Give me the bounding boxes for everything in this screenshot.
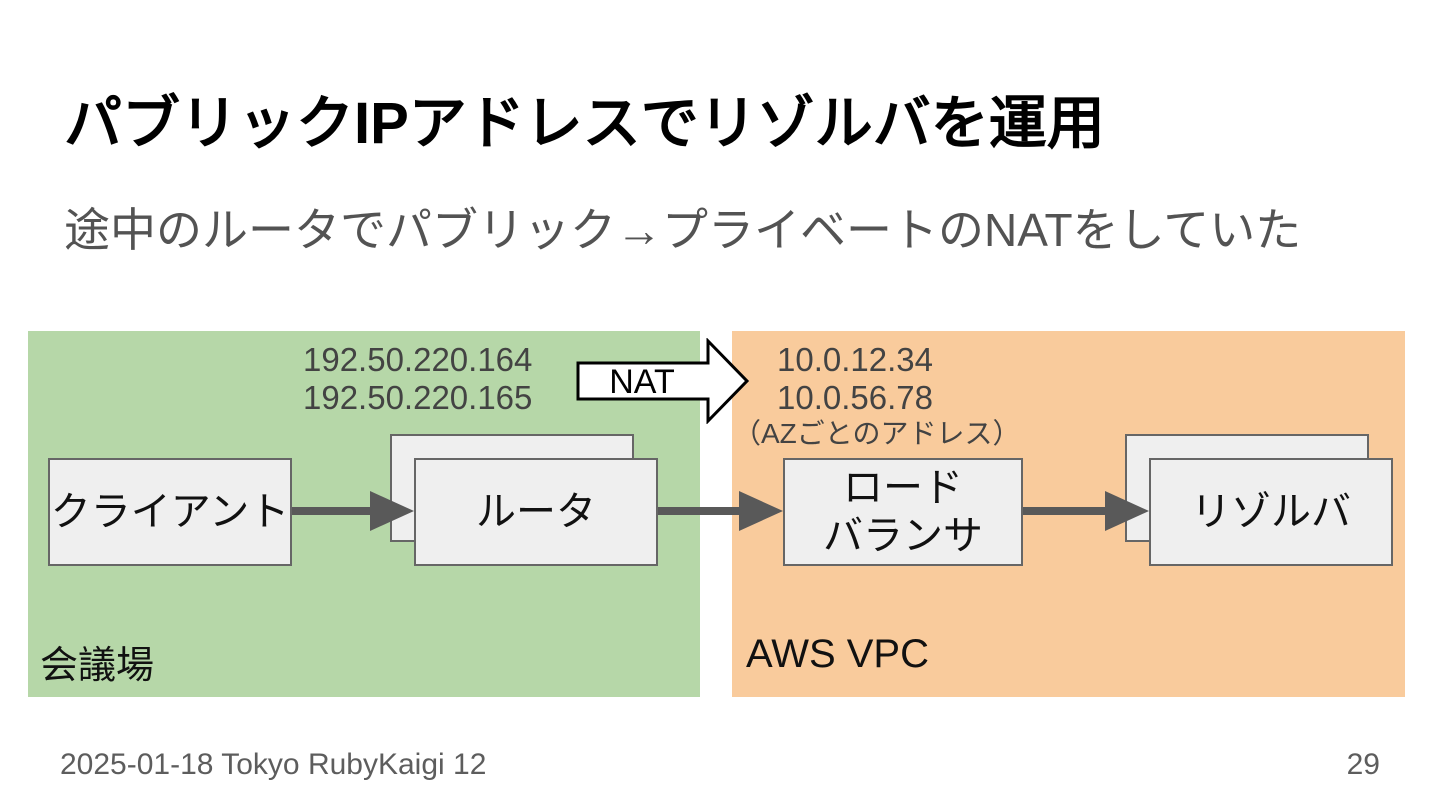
az-address-note: （AZごとのアドレス） — [733, 418, 1021, 449]
router-node-label: ルータ — [476, 490, 596, 534]
private-ip-1: 10.0.12.34 — [777, 341, 933, 378]
load-balancer-node: ロード バランサ — [783, 458, 1023, 566]
arrow-load-balancer-to-resolver — [1023, 491, 1149, 531]
venue-region-label: 会議場 — [40, 645, 155, 687]
aws-private-ip-list: 10.0.12.34 10.0.56.78 （AZごとのアドレス） — [733, 341, 1021, 451]
nat-label: NAT — [609, 363, 675, 401]
router-node: ルータ — [414, 458, 658, 566]
venue-public-ip-list: 192.50.220.164 192.50.220.165 — [303, 341, 532, 417]
slide-subtitle: 途中のルータでパブリック→プライベートのNATをしていた — [64, 204, 1302, 256]
slide-title: パブリックIPアドレスでリゾルバを運用 — [64, 91, 1105, 156]
page-number: 29 — [1346, 748, 1380, 781]
resolver-node: リゾルバ — [1149, 458, 1393, 566]
footer-credit: 2025-01-18 Tokyo RubyKaigi 12 — [60, 748, 487, 781]
private-ip-2: 10.0.56.78 — [777, 379, 933, 416]
client-node-label: クライアント — [50, 490, 290, 534]
resolver-node-label: リゾルバ — [1191, 490, 1351, 534]
nat-block-arrow-icon — [576, 338, 750, 424]
client-node: クライアント — [48, 458, 292, 566]
arrow-client-to-router — [292, 491, 414, 531]
aws-vpc-region-label: AWS VPC — [746, 632, 929, 676]
public-ip-1: 192.50.220.164 — [303, 341, 533, 378]
public-ip-2: 192.50.220.165 — [303, 379, 533, 416]
arrow-router-to-load-balancer — [658, 491, 783, 531]
load-balancer-node-label: ロード バランサ — [823, 466, 983, 558]
